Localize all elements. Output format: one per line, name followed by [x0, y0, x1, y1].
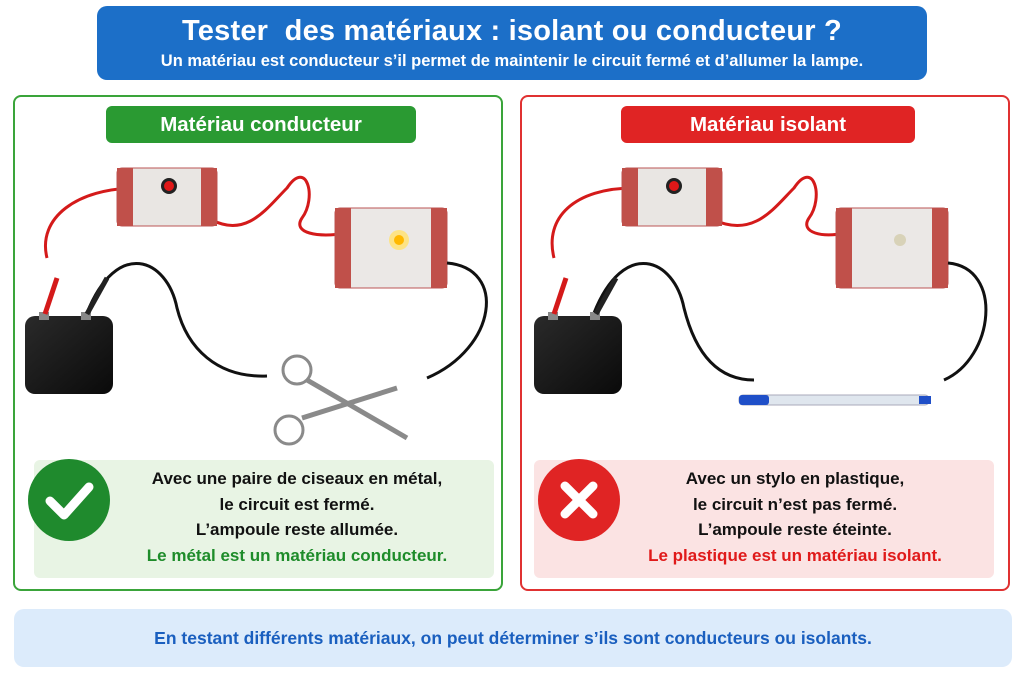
- insulator-text: Avec un stylo en plastique, le circuit n…: [590, 466, 1000, 568]
- insulator-badge: Matériau isolant: [621, 106, 915, 143]
- insulator-circuit-illustration: [534, 167, 988, 406]
- conductor-conclusion: Le métal est un matériau conducteur.: [146, 545, 448, 565]
- switch-box: [116, 167, 218, 227]
- insulator-line-3: L’ampoule reste éteinte.: [698, 520, 892, 539]
- conductor-badge: Matériau conducteur: [106, 106, 416, 143]
- footer-note: En testant différents matériaux, on peut…: [14, 609, 1012, 667]
- conductor-line-1: Avec une paire de ciseaux en métal,: [151, 469, 443, 488]
- insulator-line-1: Avec un stylo en plastique,: [685, 469, 905, 488]
- lamp-box: [835, 207, 949, 289]
- battery: [25, 276, 113, 394]
- insulator-line-2: le circuit n’est pas fermé.: [692, 494, 898, 514]
- page-subtitle: Un matériau est conducteur s’il permet d…: [160, 52, 864, 70]
- battery: [534, 276, 622, 394]
- switch-box: [621, 167, 723, 227]
- scissors: [273, 354, 409, 446]
- pen: [738, 394, 931, 406]
- insulator-conclusion: Le plastique est un matériau isolant.: [648, 545, 942, 565]
- conductor-text: Avec une paire de ciseaux en métal, le c…: [100, 466, 494, 568]
- conductor-explanation-box: [34, 460, 494, 578]
- conductor-line-3: L’ampoule reste allumée.: [195, 520, 399, 539]
- check-icon: [28, 459, 110, 541]
- lamp-box: [334, 207, 448, 289]
- page-title: Tester des matériaux : isolant ou conduc…: [182, 15, 842, 47]
- title-banner: Tester des matériaux : isolant ou conduc…: [97, 6, 927, 80]
- conductor-circuit-illustration: [25, 167, 488, 446]
- cross-icon: [538, 459, 620, 541]
- conductor-line-2: le circuit est fermé.: [219, 494, 375, 514]
